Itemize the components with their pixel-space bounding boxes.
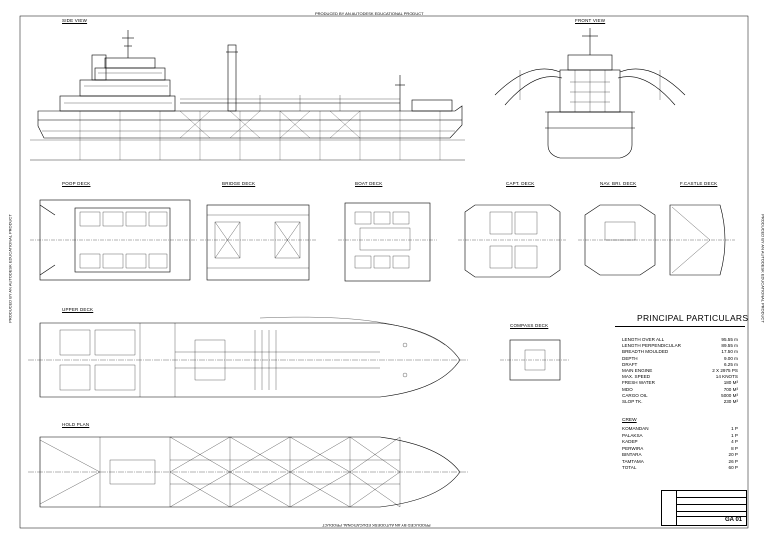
- particular-value: 89.55 m: [721, 343, 738, 349]
- hold-plan-drawing: [28, 436, 468, 508]
- crew-key: TAMTAMA: [622, 458, 644, 464]
- particular-key: LENGTH PERPENDICULAR: [622, 343, 681, 349]
- crew-key: PERWIRA: [622, 445, 644, 451]
- particular-key: MAX. SPEED: [622, 374, 651, 380]
- particular-value: 180 M³: [723, 380, 738, 386]
- hold-plan-label: HOLD PLAN: [62, 422, 90, 427]
- particular-value: 2 X 2975 PS: [712, 368, 738, 373]
- crew-row: PERWIRA 8 P: [622, 446, 738, 452]
- particular-key: DRAFT: [622, 361, 638, 367]
- crew-value: 1 P: [731, 426, 738, 431]
- capt-deck-drawing: [458, 204, 566, 278]
- crew-key: KADEP: [622, 439, 638, 444]
- crew-row: TOTAL 60 P: [622, 465, 738, 471]
- poop-deck-label: POOP DECK: [62, 181, 91, 186]
- crew-value: 8 P: [731, 445, 738, 451]
- particular-row: SLOP TK. 230 M³: [622, 399, 738, 405]
- boat-deck-label: BOAT DECK: [355, 181, 383, 186]
- sheet-border: [19, 15, 749, 529]
- particular-value: 700 M³: [723, 386, 738, 392]
- principal-particulars-title: PRINCIPAL PARTICULARS: [637, 313, 749, 323]
- particular-value: 95.55 m: [721, 337, 738, 342]
- particular-value: 9.00 m: [723, 355, 738, 361]
- compass-deck-drawing: [500, 339, 570, 381]
- crew-key: TOTAL: [622, 465, 637, 470]
- particular-key: CARGO OIL: [622, 392, 648, 398]
- particular-value: 5000 M³: [721, 392, 738, 398]
- particular-row: MAIN ENGINE 2 X 2975 PS: [622, 368, 738, 374]
- crew-row: BINTARA 20 P: [622, 452, 738, 458]
- particular-row: DRAFT 6.25 m: [622, 362, 738, 368]
- crew-row: PALAKSA 1 P: [622, 433, 738, 439]
- watermark-left: PRODUCED BY AN AUTODESK EDUCATIONAL PROD…: [7, 214, 13, 323]
- crew-value: 1 P: [731, 432, 738, 438]
- particular-key: SLOP TK.: [622, 399, 643, 404]
- boat-deck-drawing: [338, 202, 437, 282]
- front-view-label: FRONT VIEW: [575, 18, 606, 23]
- upper-deck-drawing: [28, 316, 468, 398]
- crew-key: PALAKSA: [622, 432, 643, 438]
- side-view-drawing: [30, 30, 465, 161]
- crew-value: 26 P: [728, 458, 738, 464]
- particular-row: FRESH WATER 180 M³: [622, 380, 738, 386]
- poop-deck-drawing: [30, 199, 198, 281]
- crew-row: KOMANDAN 1 P: [622, 426, 738, 432]
- crew-value: 60 P: [728, 465, 738, 470]
- crew-row: TAMTAMA 26 P: [622, 459, 738, 465]
- particular-value: 6.25 m: [723, 361, 738, 367]
- bridge-deck-label: BRIDGE DECK: [222, 181, 256, 186]
- bridge-deck-drawing: [200, 204, 316, 281]
- crew-value: 4 P: [731, 439, 738, 444]
- front-view-drawing: [494, 28, 686, 159]
- particular-value: 17.50 m: [721, 349, 738, 355]
- upper-deck-label: UPPER DECK: [62, 307, 94, 312]
- fcastle-deck-label: F.CASTLE DECK: [680, 181, 718, 186]
- particular-row: MDO 700 M³: [622, 387, 738, 393]
- particulars-rule: [615, 326, 745, 327]
- title-block-logo: [661, 490, 677, 526]
- nav-deck-drawing: [578, 204, 662, 276]
- particular-row: BREADTH MOULDED 17.50 m: [622, 349, 738, 355]
- nav-deck-label: NAV. BRI. DECK: [600, 181, 637, 186]
- side-view-label: SIDE VIEW: [62, 18, 88, 23]
- crew-key: BINTARA: [622, 452, 642, 457]
- fcastle-deck-drawing: [662, 204, 735, 276]
- particular-value: 14 KNOTS: [715, 374, 738, 380]
- particular-value: 230 M³: [723, 399, 738, 404]
- crew-title: CREW: [622, 418, 637, 423]
- title-block: [661, 490, 747, 526]
- particular-key: DEPTH: [622, 355, 638, 361]
- drawing-number: GA 01: [725, 517, 743, 523]
- crew-row: KADEP 4 P: [622, 439, 738, 445]
- particular-row: LENGTH OVER ALL 95.55 m: [622, 337, 738, 343]
- particular-row: LENGTH PERPENDICULAR 89.55 m: [622, 343, 738, 349]
- particular-key: MDO: [622, 386, 633, 392]
- particular-row: CARGO OIL 5000 M³: [622, 393, 738, 399]
- particular-key: LENGTH OVER ALL: [622, 337, 665, 342]
- particular-key: FRESH WATER: [622, 380, 655, 386]
- watermark-top: PRODUCED BY AN AUTODESK EDUCATIONAL PROD…: [315, 11, 424, 16]
- watermark-bottom: PRODUCED BY AN AUTODESK EDUCATIONAL PROD…: [322, 523, 431, 528]
- crew-key: KOMANDAN: [622, 426, 649, 431]
- capt-deck-label: CAPT. DECK: [506, 181, 535, 186]
- particular-key: MAIN ENGINE: [622, 368, 653, 373]
- crew-value: 20 P: [728, 452, 738, 457]
- compass-deck-label: COMPASS DECK: [510, 323, 549, 328]
- particular-key: BREADTH MOULDED: [622, 349, 669, 355]
- particular-row: DEPTH 9.00 m: [622, 356, 738, 362]
- watermark-right: PRODUCED BY AN AUTODESK EDUCATIONAL PROD…: [760, 214, 766, 323]
- particular-row: MAX. SPEED 14 KNOTS: [622, 374, 738, 380]
